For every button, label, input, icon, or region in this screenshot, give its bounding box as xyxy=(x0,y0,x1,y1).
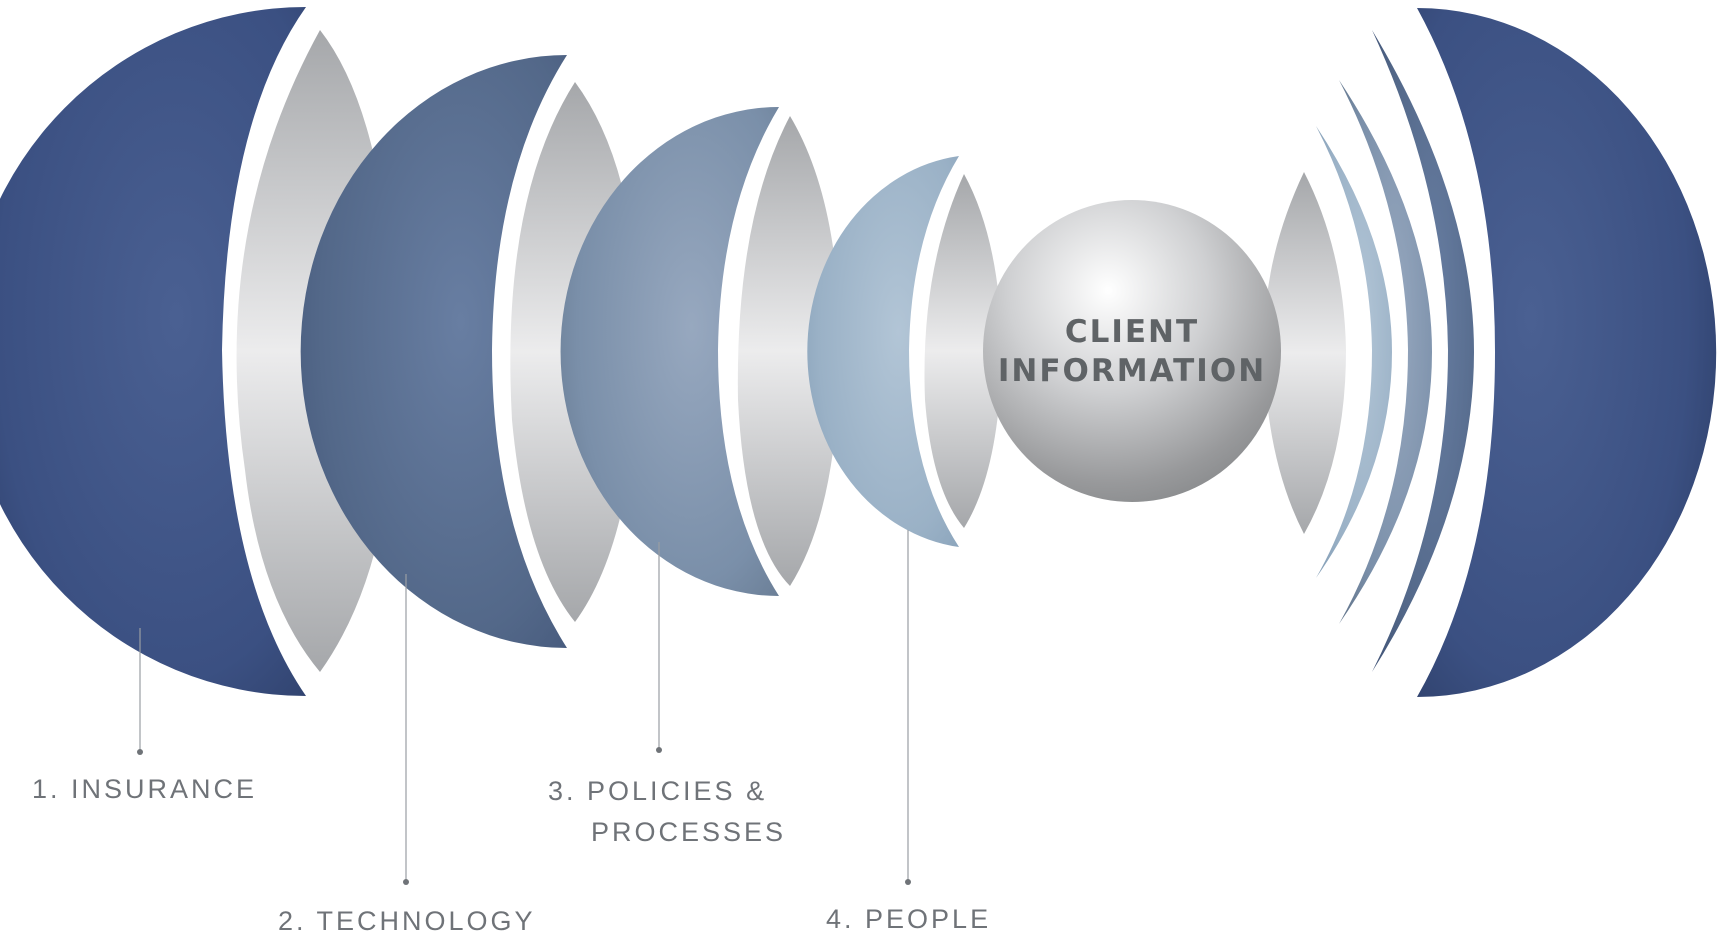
center-title-line1: CLIENT xyxy=(1065,314,1199,350)
label-policies-line1: 3. POLICIES & xyxy=(548,776,767,806)
technology-hemisphere xyxy=(300,55,567,648)
center-title-line2: INFORMATION xyxy=(998,353,1266,389)
people-hemisphere xyxy=(807,156,959,547)
right-policies-arc xyxy=(1339,80,1432,624)
insurance-hemisphere xyxy=(0,7,306,696)
people-lens xyxy=(924,174,1002,528)
client-information-sphere xyxy=(983,200,1281,502)
callout-technology xyxy=(403,574,409,885)
right-technology-arc xyxy=(1372,30,1474,672)
policies-hemisphere xyxy=(560,107,779,596)
policies-lens xyxy=(737,116,840,586)
right-silver-lens xyxy=(1263,172,1346,534)
callout-insurance xyxy=(137,628,143,755)
label-policies-line2: PROCESSES xyxy=(591,817,786,847)
label-people: 4. PEOPLE xyxy=(826,904,991,934)
right-insurance-hemisphere xyxy=(1417,8,1717,697)
label-technology: 2. TECHNOLOGY xyxy=(278,906,536,936)
right-people-arc xyxy=(1316,126,1392,578)
callout-policies xyxy=(656,542,662,753)
callout-people xyxy=(905,530,911,885)
label-insurance: 1. INSURANCE xyxy=(32,774,257,804)
